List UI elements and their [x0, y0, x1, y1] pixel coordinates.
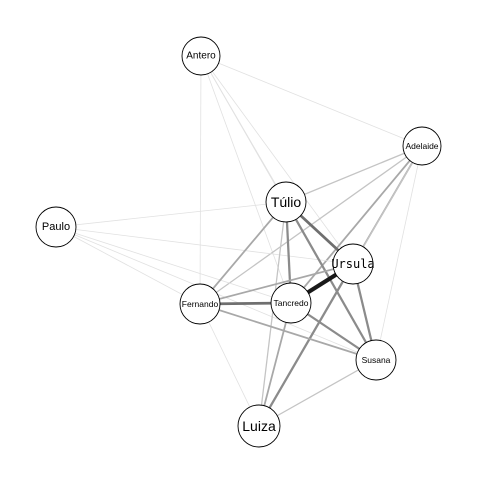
node-fernando[interactable]: Fernando	[179, 283, 221, 325]
node-circle-fernando[interactable]	[179, 283, 221, 325]
edge-tulio-susana	[285, 201, 377, 361]
node-label-susana: Susana	[362, 355, 391, 365]
node-paulo[interactable]: Paulo	[35, 206, 77, 248]
node-circle-luiza[interactable]	[237, 404, 281, 448]
edge-adelaide-tancredo	[290, 145, 423, 304]
edge-antero-adelaide	[200, 55, 423, 147]
node-label-tancredo: Tancredo	[274, 298, 309, 308]
edge-antero-ursula	[200, 55, 354, 265]
node-susana[interactable]: Susana	[355, 339, 397, 381]
node-circle-paulo[interactable]	[35, 206, 77, 248]
edge-tulio-luiza	[258, 201, 287, 427]
node-label-paulo: Paulo	[42, 221, 70, 233]
edge-fernando-luiza	[199, 303, 260, 427]
node-circle-tancredo[interactable]	[270, 282, 312, 324]
edge-susana-luiza	[258, 359, 377, 427]
node-circle-susana[interactable]	[355, 339, 397, 381]
node-circle-ursula[interactable]	[332, 243, 374, 285]
node-label-fernando: Fernando	[182, 299, 219, 309]
edge-adelaide-susana	[375, 145, 423, 361]
edge-antero-fernando	[199, 55, 202, 305]
node-circle-adelaide[interactable]	[402, 126, 442, 166]
node-label-luiza: Luiza	[242, 418, 276, 434]
node-label-ursula: Ursula	[331, 257, 374, 271]
node-adelaide[interactable]: Adelaide	[402, 126, 442, 166]
edge-tulio-fernando	[199, 201, 287, 305]
edge-paulo-ursula	[55, 226, 354, 265]
edge-ursula-fernando	[199, 263, 354, 305]
node-antero[interactable]: Antero	[181, 36, 221, 76]
node-label-antero: Antero	[186, 51, 216, 62]
edge-ursula-luiza	[258, 263, 354, 427]
node-label-adelaide: Adelaide	[405, 141, 438, 151]
node-tulio[interactable]: Túlio	[265, 181, 307, 223]
node-circle-tulio[interactable]	[265, 181, 307, 223]
node-ursula[interactable]: Ursula	[331, 243, 375, 285]
edge-paulo-fernando	[55, 226, 201, 305]
node-label-tulio: Túlio	[271, 194, 302, 210]
node-tancredo[interactable]: Tancredo	[270, 282, 312, 324]
node-circle-antero[interactable]	[181, 36, 221, 76]
edge-fernando-susana	[199, 303, 377, 361]
edge-paulo-tulio	[55, 201, 287, 228]
edge-adelaide-tulio	[285, 145, 423, 203]
node-luiza[interactable]: Luiza	[237, 404, 281, 448]
edge-antero-tancredo	[200, 55, 292, 304]
